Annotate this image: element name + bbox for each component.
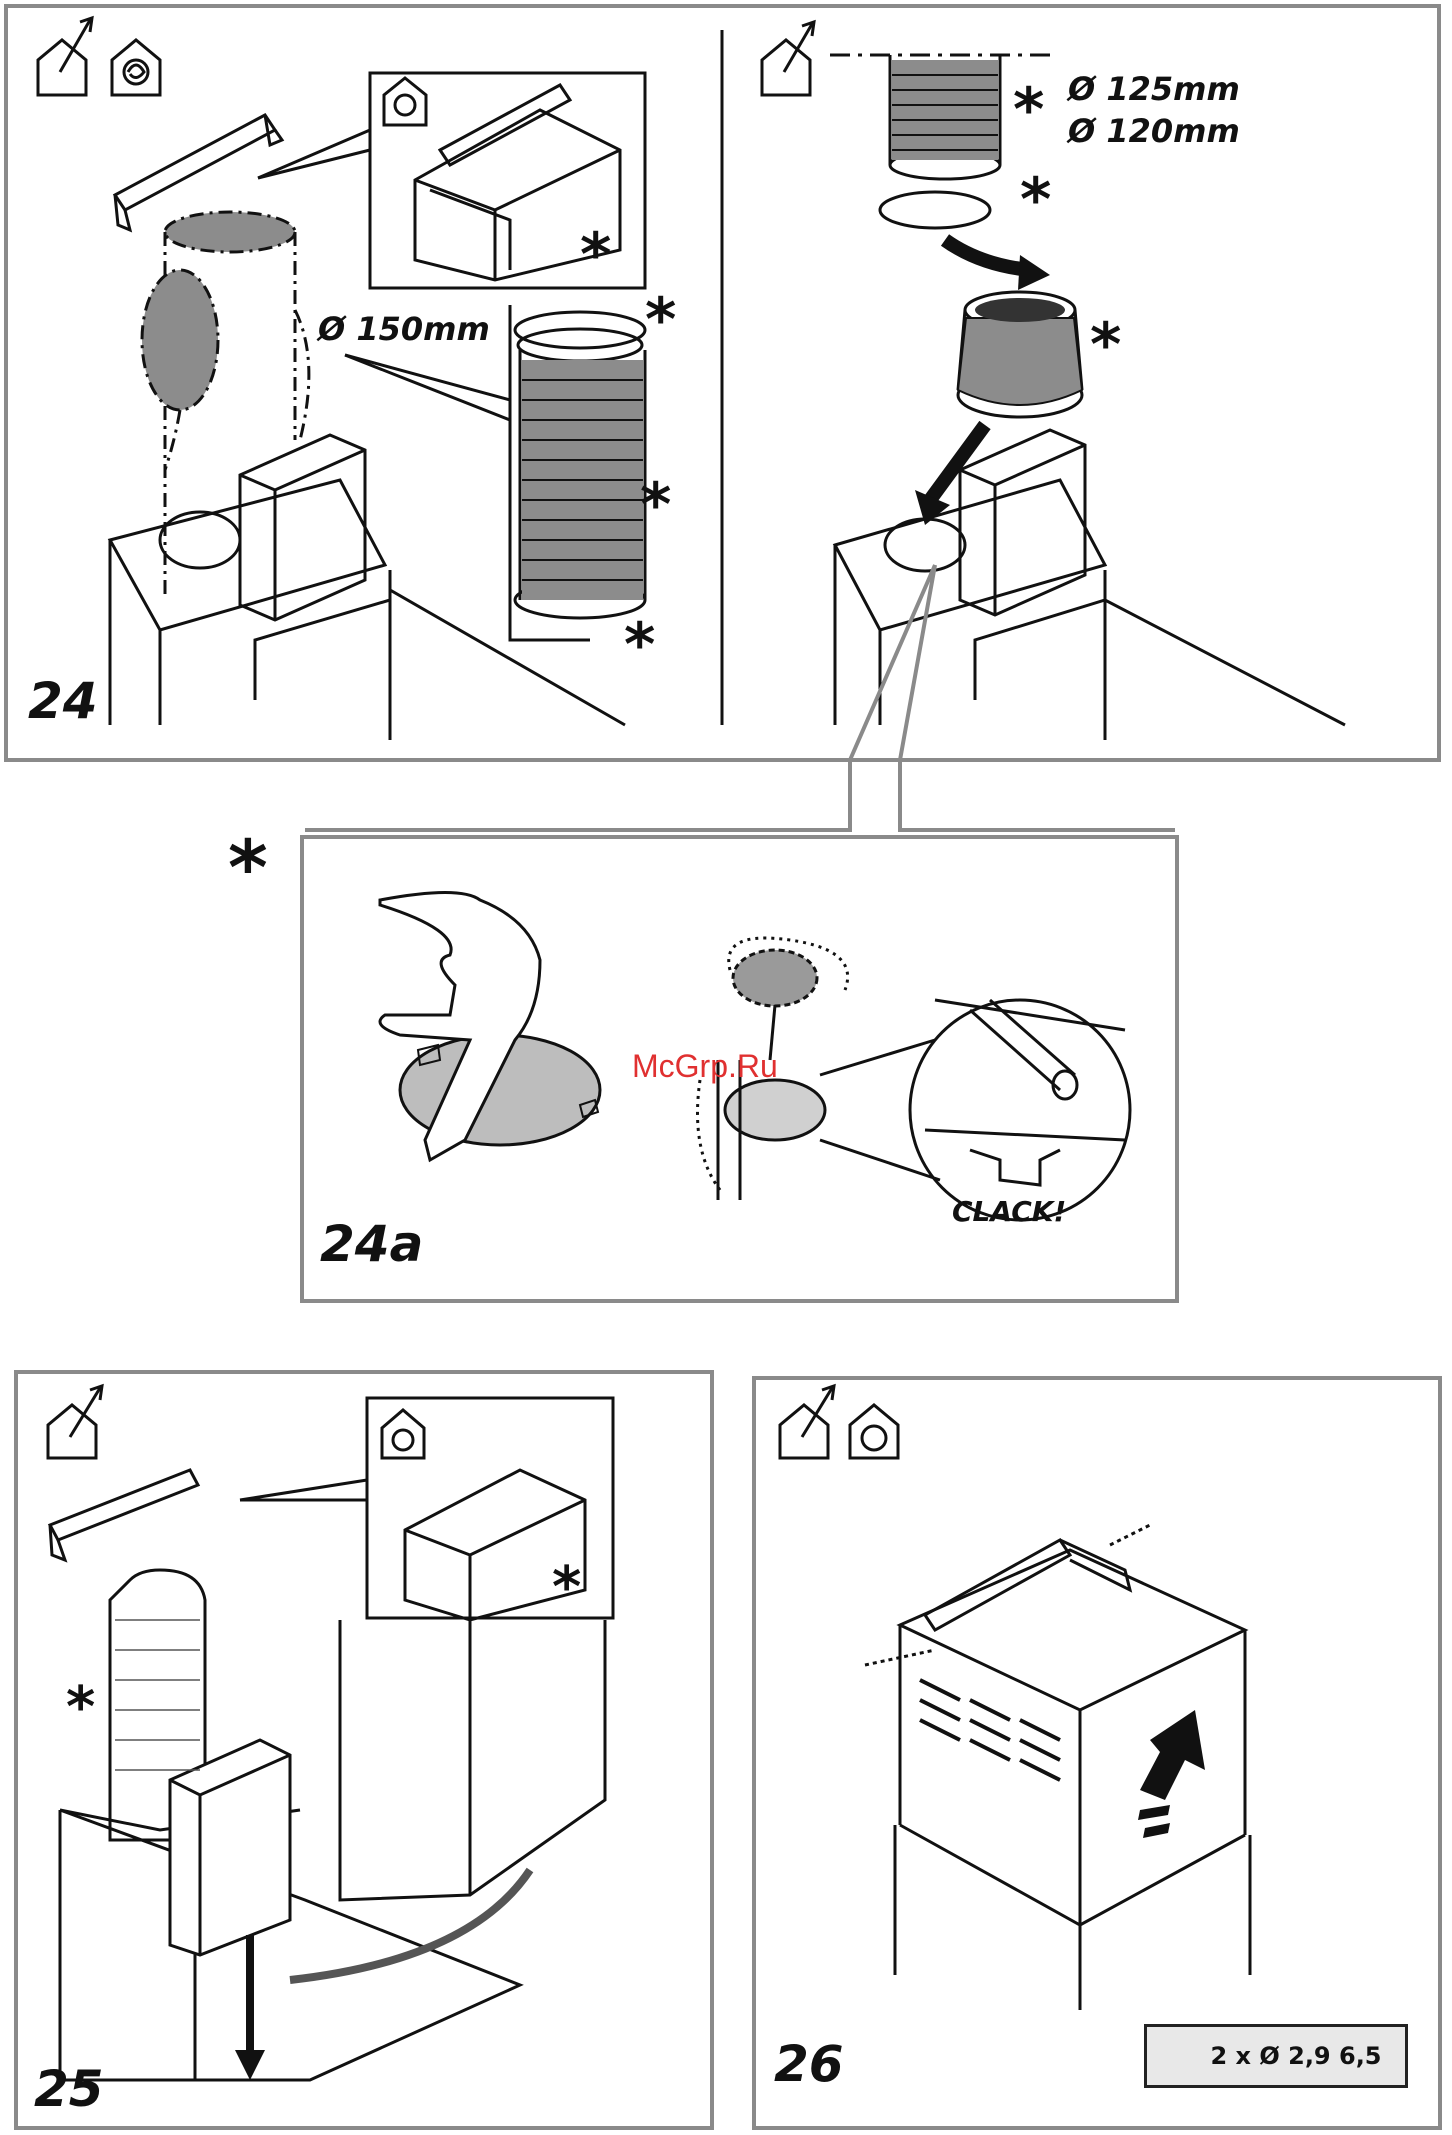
- house-recirculation-icon: [850, 1405, 898, 1458]
- step-number-26: 26: [774, 2035, 844, 2093]
- screw-spec-text: 2 x Ø 2,9 6,5: [1210, 2042, 1381, 2070]
- screw-spec-box: 2 x Ø 2,9 6,5: [1144, 2024, 1408, 2088]
- house-outlet-icon: [780, 1386, 834, 1458]
